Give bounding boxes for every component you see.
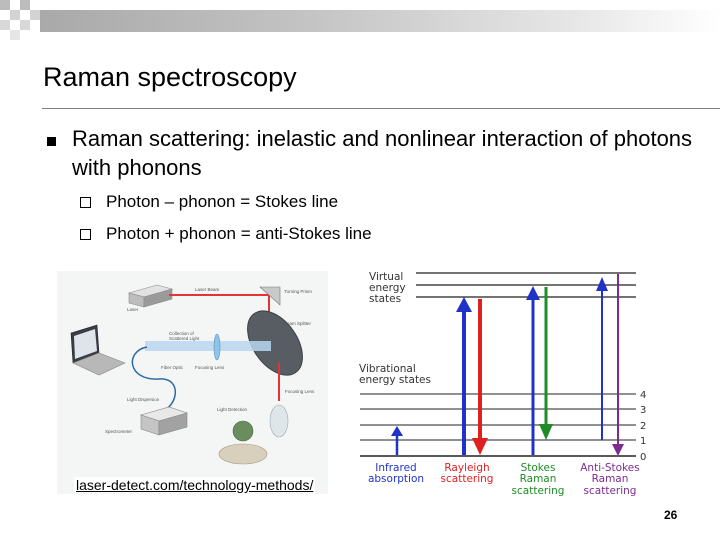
raman-setup-image: Laser Laser Beam Turning Prism Collectio… xyxy=(57,271,328,494)
label-scattered-light: Scattered Light xyxy=(169,336,200,341)
label-laser: Laser xyxy=(127,307,139,312)
source-link[interactable]: laser-detect.com/technology-methods/ xyxy=(74,477,315,493)
sub-bullet-anti-stokes: Photon + phonon = anti-Stokes line xyxy=(106,224,372,244)
title-divider xyxy=(42,108,720,109)
level-number-1: 1 xyxy=(640,436,646,447)
level-number-4: 4 xyxy=(640,390,646,401)
header-checker-decoration xyxy=(0,0,42,42)
gem-sample-icon xyxy=(233,421,253,441)
main-bullet-text: Raman scattering: inelastic and nonlinea… xyxy=(72,124,702,182)
label-fiber-optic: Fiber Optic xyxy=(161,365,184,370)
level-number-0: 0 xyxy=(640,452,646,463)
stokes-label-line2: Raman xyxy=(520,473,557,485)
anti-stokes-label-line3: scattering xyxy=(584,485,637,497)
scattered-light-beam xyxy=(145,341,271,351)
label-focusing-lens-2: Focusing Lens xyxy=(285,389,315,394)
level-number-2: 2 xyxy=(640,421,646,432)
header-gradient-bar xyxy=(40,10,720,32)
page-number: 26 xyxy=(664,508,677,522)
label-turning-prism: Turning Prism xyxy=(284,289,312,294)
vibrational-label-line2: energy states xyxy=(359,374,431,386)
focusing-lens-icon xyxy=(214,334,220,360)
label-focusing-lens-1: Focusing Lens xyxy=(195,365,225,370)
fiber-optic-cable xyxy=(132,347,175,413)
label-laser-beam: Laser Beam xyxy=(195,287,220,292)
label-light-detection: Light Detection xyxy=(217,407,248,412)
hollow-square-bullet-icon xyxy=(80,229,91,240)
spectrometer-device-icon xyxy=(141,407,187,435)
stokes-label-line3: scattering xyxy=(512,485,565,497)
infrared-label-line2: absorption xyxy=(368,473,424,485)
label-beam-splitter: Beam Splitter xyxy=(284,321,312,326)
laptop-icon xyxy=(71,325,125,375)
sample-bottle-icon xyxy=(270,405,288,437)
anti-stokes-label-line2: Raman xyxy=(592,473,629,485)
virtual-label-line3: states xyxy=(369,293,401,305)
bullet-square-icon xyxy=(47,137,56,146)
label-spectrometer: Spectrometer xyxy=(105,429,133,434)
laser-device-icon xyxy=(129,285,172,307)
raman-energy-level-diagram: Virtual energy states Vibrational energy… xyxy=(356,262,656,500)
hollow-square-bullet-icon xyxy=(80,197,91,208)
powder-sample-icon xyxy=(219,444,267,464)
level-number-3: 3 xyxy=(640,405,646,416)
rayleigh-label-line2: scattering xyxy=(441,473,494,485)
label-light-dispersion: Light Dispersion xyxy=(127,397,160,402)
slide-title: Raman spectroscopy xyxy=(43,62,297,93)
sub-bullet-stokes: Photon – phonon = Stokes line xyxy=(106,192,338,212)
